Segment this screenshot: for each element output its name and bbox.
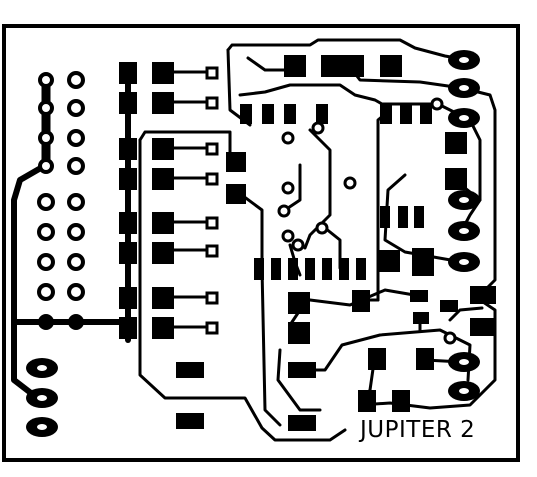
board-outline [2, 24, 520, 462]
copper-traces [11, 38, 497, 442]
bus-pads [38, 314, 84, 330]
small-pads [205, 66, 219, 335]
connector-holes [37, 71, 85, 301]
round-vias [277, 97, 457, 345]
smd-pads [119, 55, 496, 431]
board-label: JUPITER 2 [360, 417, 476, 443]
oval-pads [26, 50, 480, 437]
